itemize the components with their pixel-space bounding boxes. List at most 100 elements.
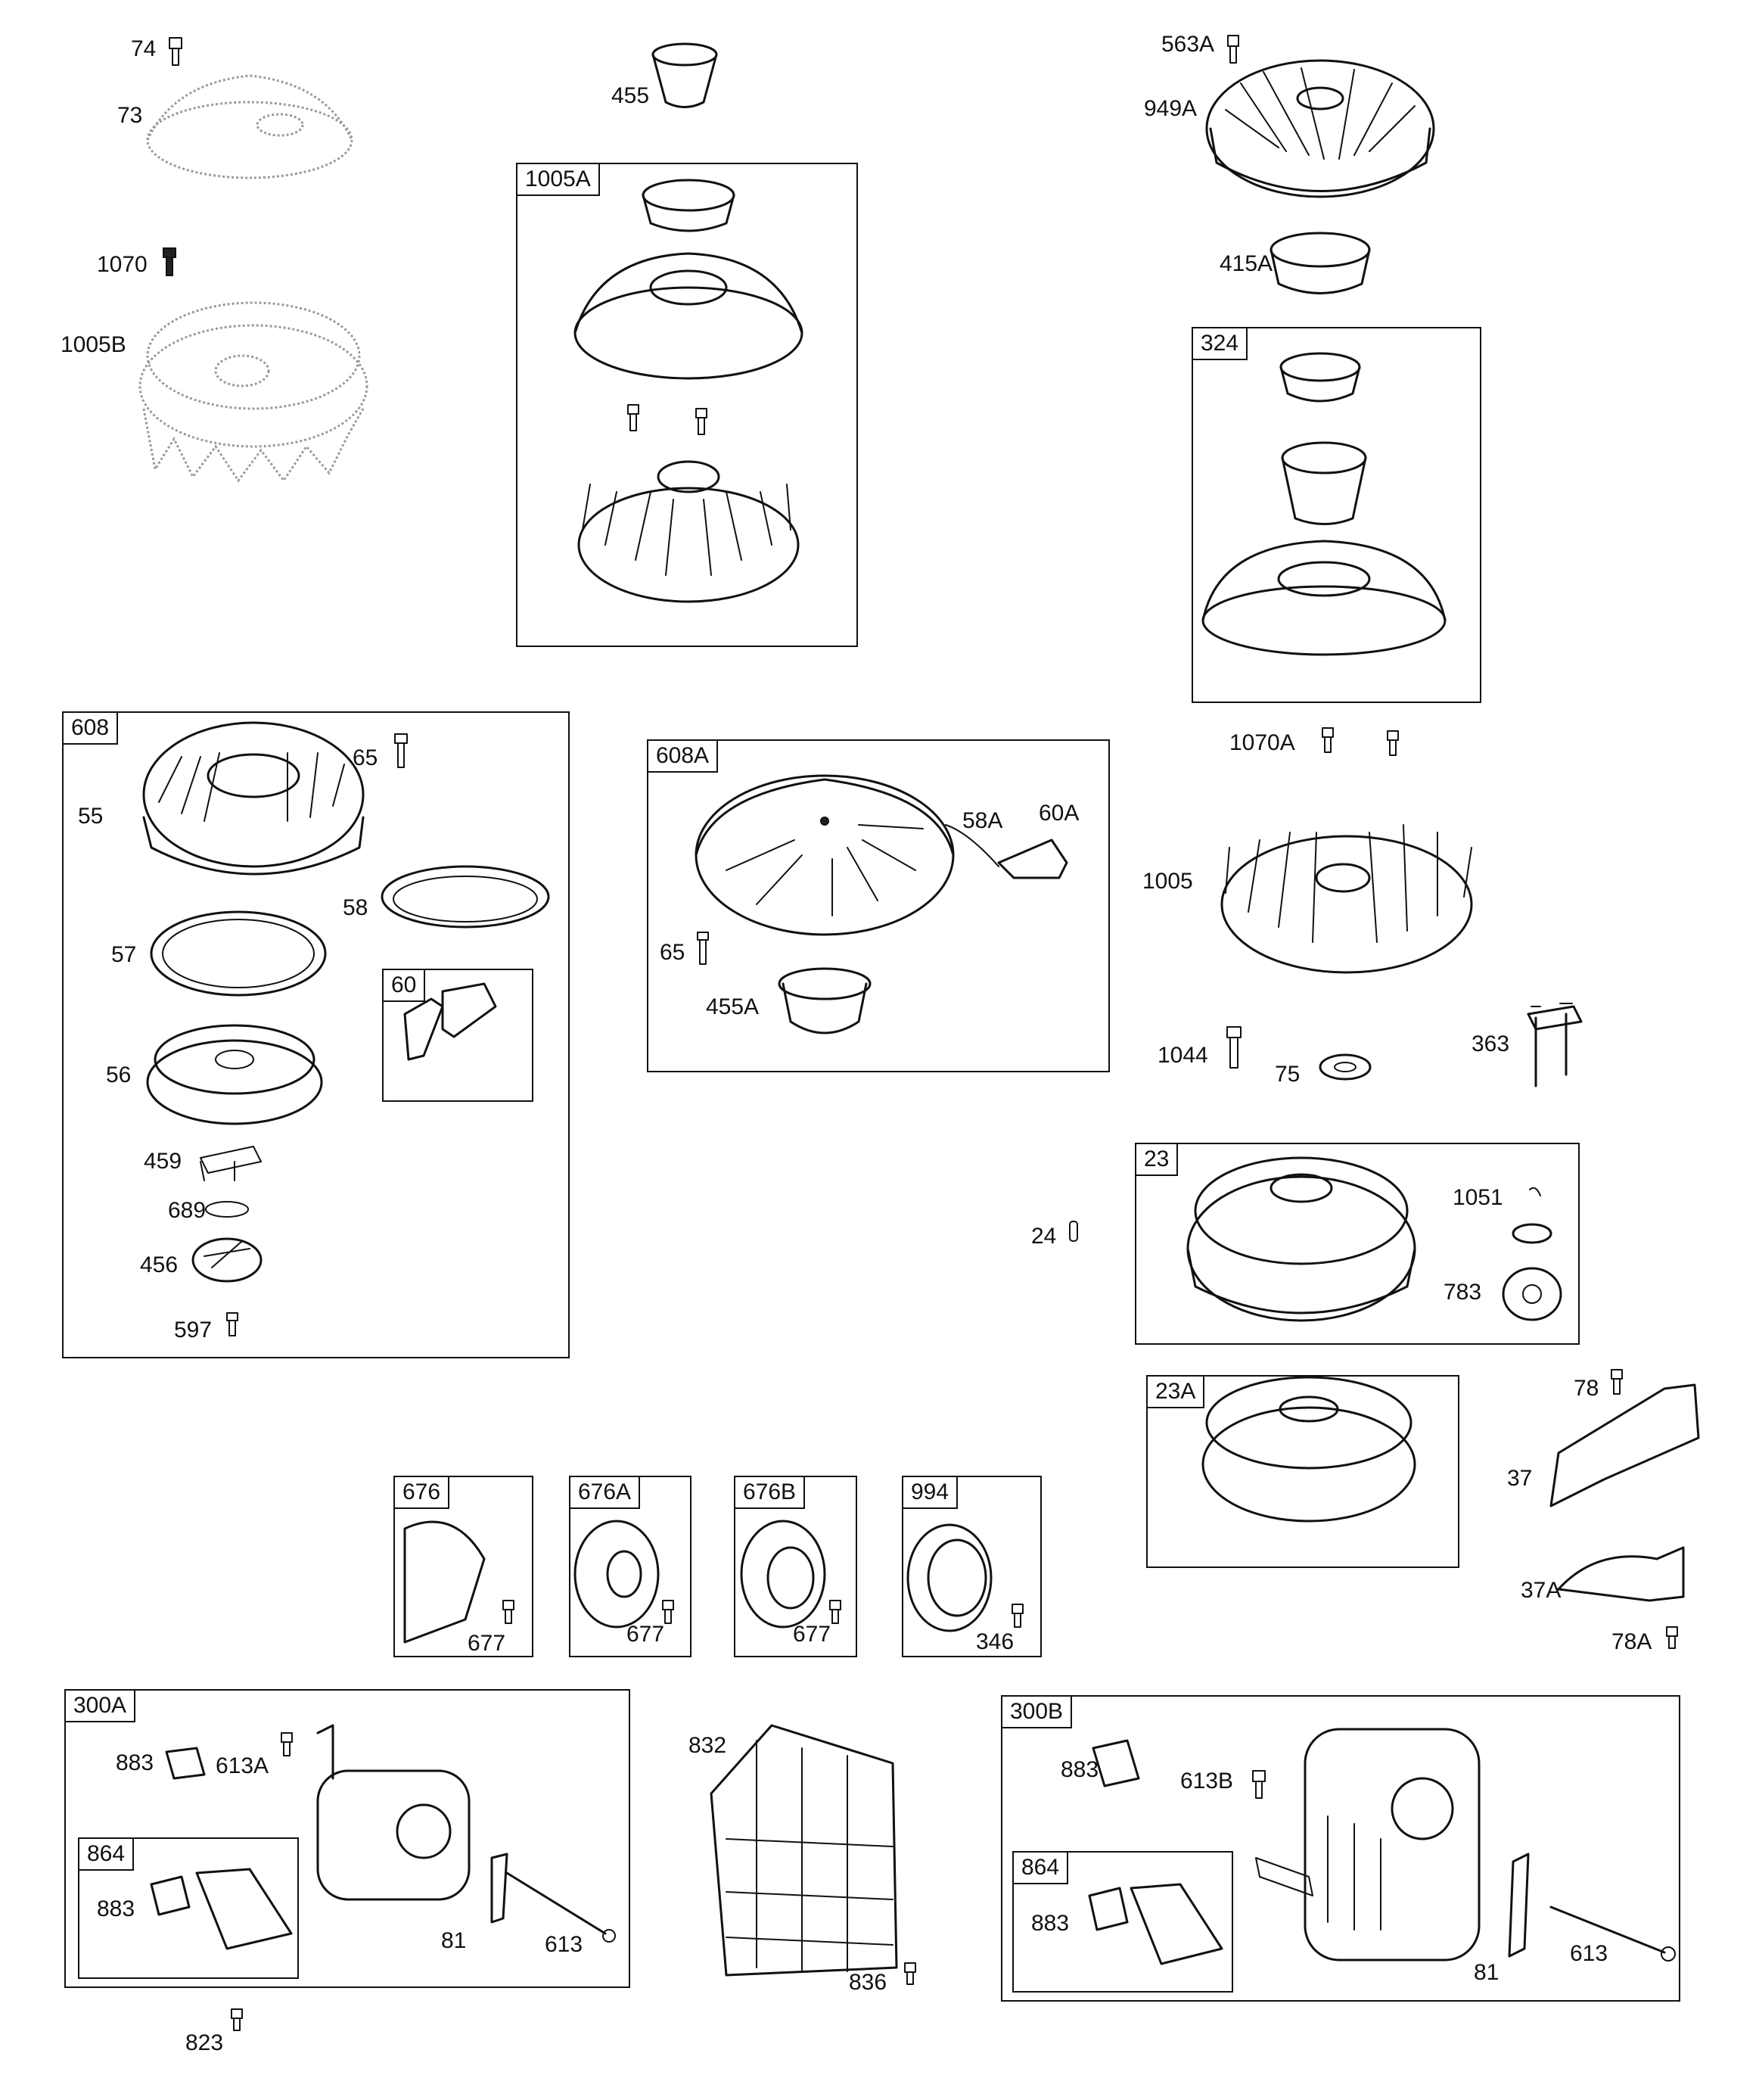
flange-864b-drawing (1088, 1883, 1223, 1965)
callout-75: 75 (1275, 1062, 1301, 1087)
box-1005A: 1005A (516, 163, 858, 647)
plate-676A-drawing (573, 1520, 674, 1629)
cover-73-drawing (146, 74, 353, 179)
callout-613B: 613B (1180, 1769, 1234, 1794)
kit-23-drawing (1186, 1156, 1562, 1322)
box-300A: 300A (64, 1689, 630, 1988)
box-label-864-left: 864 (79, 1839, 135, 1871)
callout-78A: 78A (1611, 1629, 1652, 1654)
bracket-363-drawing (1527, 1003, 1583, 1087)
callout-783: 783 (1444, 1280, 1482, 1305)
box-23A: 23A (1146, 1375, 1459, 1568)
callout-613A: 613A (216, 1753, 269, 1778)
box-label-608A: 608A (648, 741, 719, 773)
callout-456: 456 (140, 1252, 179, 1277)
callout-24: 24 (1031, 1224, 1057, 1249)
shield-37-drawing (1549, 1369, 1700, 1507)
screen-949A-drawing (1205, 35, 1435, 198)
callout-1070: 1070 (97, 252, 148, 277)
callout-883-b: 883 (97, 1896, 135, 1921)
box-label-994: 994 (903, 1477, 959, 1509)
callout-455A: 455A (706, 994, 760, 1019)
cup-455-drawing (651, 42, 718, 108)
callout-60A: 60A (1039, 801, 1080, 826)
callout-55: 55 (78, 804, 104, 829)
callout-677-b: 677 (626, 1622, 665, 1647)
bolt-1070-drawing (163, 247, 176, 276)
kit-324-drawing (1201, 352, 1447, 656)
callout-1005B: 1005B (61, 332, 126, 357)
box-608A: 608A (647, 739, 1110, 1072)
callout-78: 78 (1574, 1376, 1599, 1401)
kit-1005A-drawing (573, 179, 803, 603)
callout-58A: 58A (962, 808, 1003, 833)
box-label-300A: 300A (66, 1691, 136, 1722)
callout-883-a: 883 (116, 1750, 154, 1775)
bolt-1044-drawing (1226, 1026, 1242, 1069)
kit-608A-drawing (695, 774, 1068, 1034)
box-label-60: 60 (384, 970, 426, 1002)
callout-1051: 1051 (1453, 1185, 1503, 1210)
callout-613-a: 613 (545, 1932, 583, 1957)
box-676: 676 (393, 1476, 533, 1657)
box-label-676B: 676B (735, 1477, 806, 1509)
callout-58: 58 (343, 895, 368, 920)
callout-613-b: 613 (1570, 1941, 1608, 1966)
guard-832-drawing (710, 1724, 916, 1985)
muffler-300B-drawing (1092, 1728, 1676, 1962)
callout-56: 56 (106, 1062, 132, 1087)
box-label-676: 676 (395, 1477, 450, 1509)
box-994: 994 (902, 1476, 1042, 1657)
callout-949A: 949A (1144, 96, 1198, 121)
callout-363: 363 (1472, 1031, 1510, 1056)
screw-74-drawing (169, 37, 182, 66)
box-label-608: 608 (64, 713, 119, 745)
callout-677-a: 677 (468, 1631, 506, 1656)
box-label-1005A: 1005A (517, 164, 600, 196)
box-676A: 676A (569, 1476, 691, 1657)
box-label-864-right: 864 (1014, 1853, 1069, 1884)
box-label-23A: 23A (1148, 1377, 1205, 1408)
bolts-1070A-drawing (1322, 727, 1399, 756)
callout-37A: 37A (1521, 1578, 1562, 1603)
box-864-right: 864 (1012, 1851, 1233, 1993)
callout-37: 37 (1507, 1466, 1533, 1491)
callout-65-left: 65 (353, 745, 378, 770)
box-300B: 300B (1001, 1695, 1680, 2002)
box-label-676A: 676A (570, 1477, 641, 1509)
box-label-324: 324 (1193, 328, 1248, 360)
flange-864a-drawing (150, 1868, 293, 1950)
callout-563A: 563A (1161, 32, 1215, 57)
callout-415A: 415A (1220, 251, 1273, 276)
plate-676-drawing (403, 1520, 514, 1644)
box-608: 608 (62, 711, 570, 1358)
callout-832: 832 (688, 1733, 727, 1758)
callout-459: 459 (144, 1149, 182, 1174)
callout-81-a: 81 (441, 1928, 467, 1953)
callout-1044: 1044 (1158, 1043, 1208, 1068)
callout-73: 73 (117, 103, 143, 128)
flywheel-1005B-drawing (138, 301, 368, 483)
kit-23A-drawing (1201, 1376, 1416, 1523)
callout-1070A: 1070A (1229, 730, 1295, 755)
pin-24-drawing (1069, 1221, 1078, 1242)
callout-1005: 1005 (1142, 869, 1193, 894)
box-864-left: 864 (78, 1837, 299, 1979)
callout-65-right: 65 (660, 940, 685, 965)
box-label-23: 23 (1136, 1144, 1179, 1176)
callout-57: 57 (111, 942, 137, 967)
box-324: 324 (1192, 327, 1481, 703)
shield-37A-drawing (1557, 1546, 1685, 1649)
callout-74: 74 (131, 36, 157, 61)
muffler-300A-drawing (165, 1724, 616, 2031)
washer-75-drawing (1319, 1053, 1372, 1081)
kit-608-drawing (142, 721, 550, 1336)
callout-823: 823 (185, 2030, 224, 2055)
callout-455: 455 (611, 83, 650, 108)
box-676B: 676B (734, 1476, 857, 1657)
callout-597: 597 (174, 1318, 213, 1342)
box-60: 60 (382, 969, 533, 1102)
callout-883-c: 883 (1061, 1757, 1099, 1782)
callout-81-b: 81 (1474, 1960, 1500, 1985)
